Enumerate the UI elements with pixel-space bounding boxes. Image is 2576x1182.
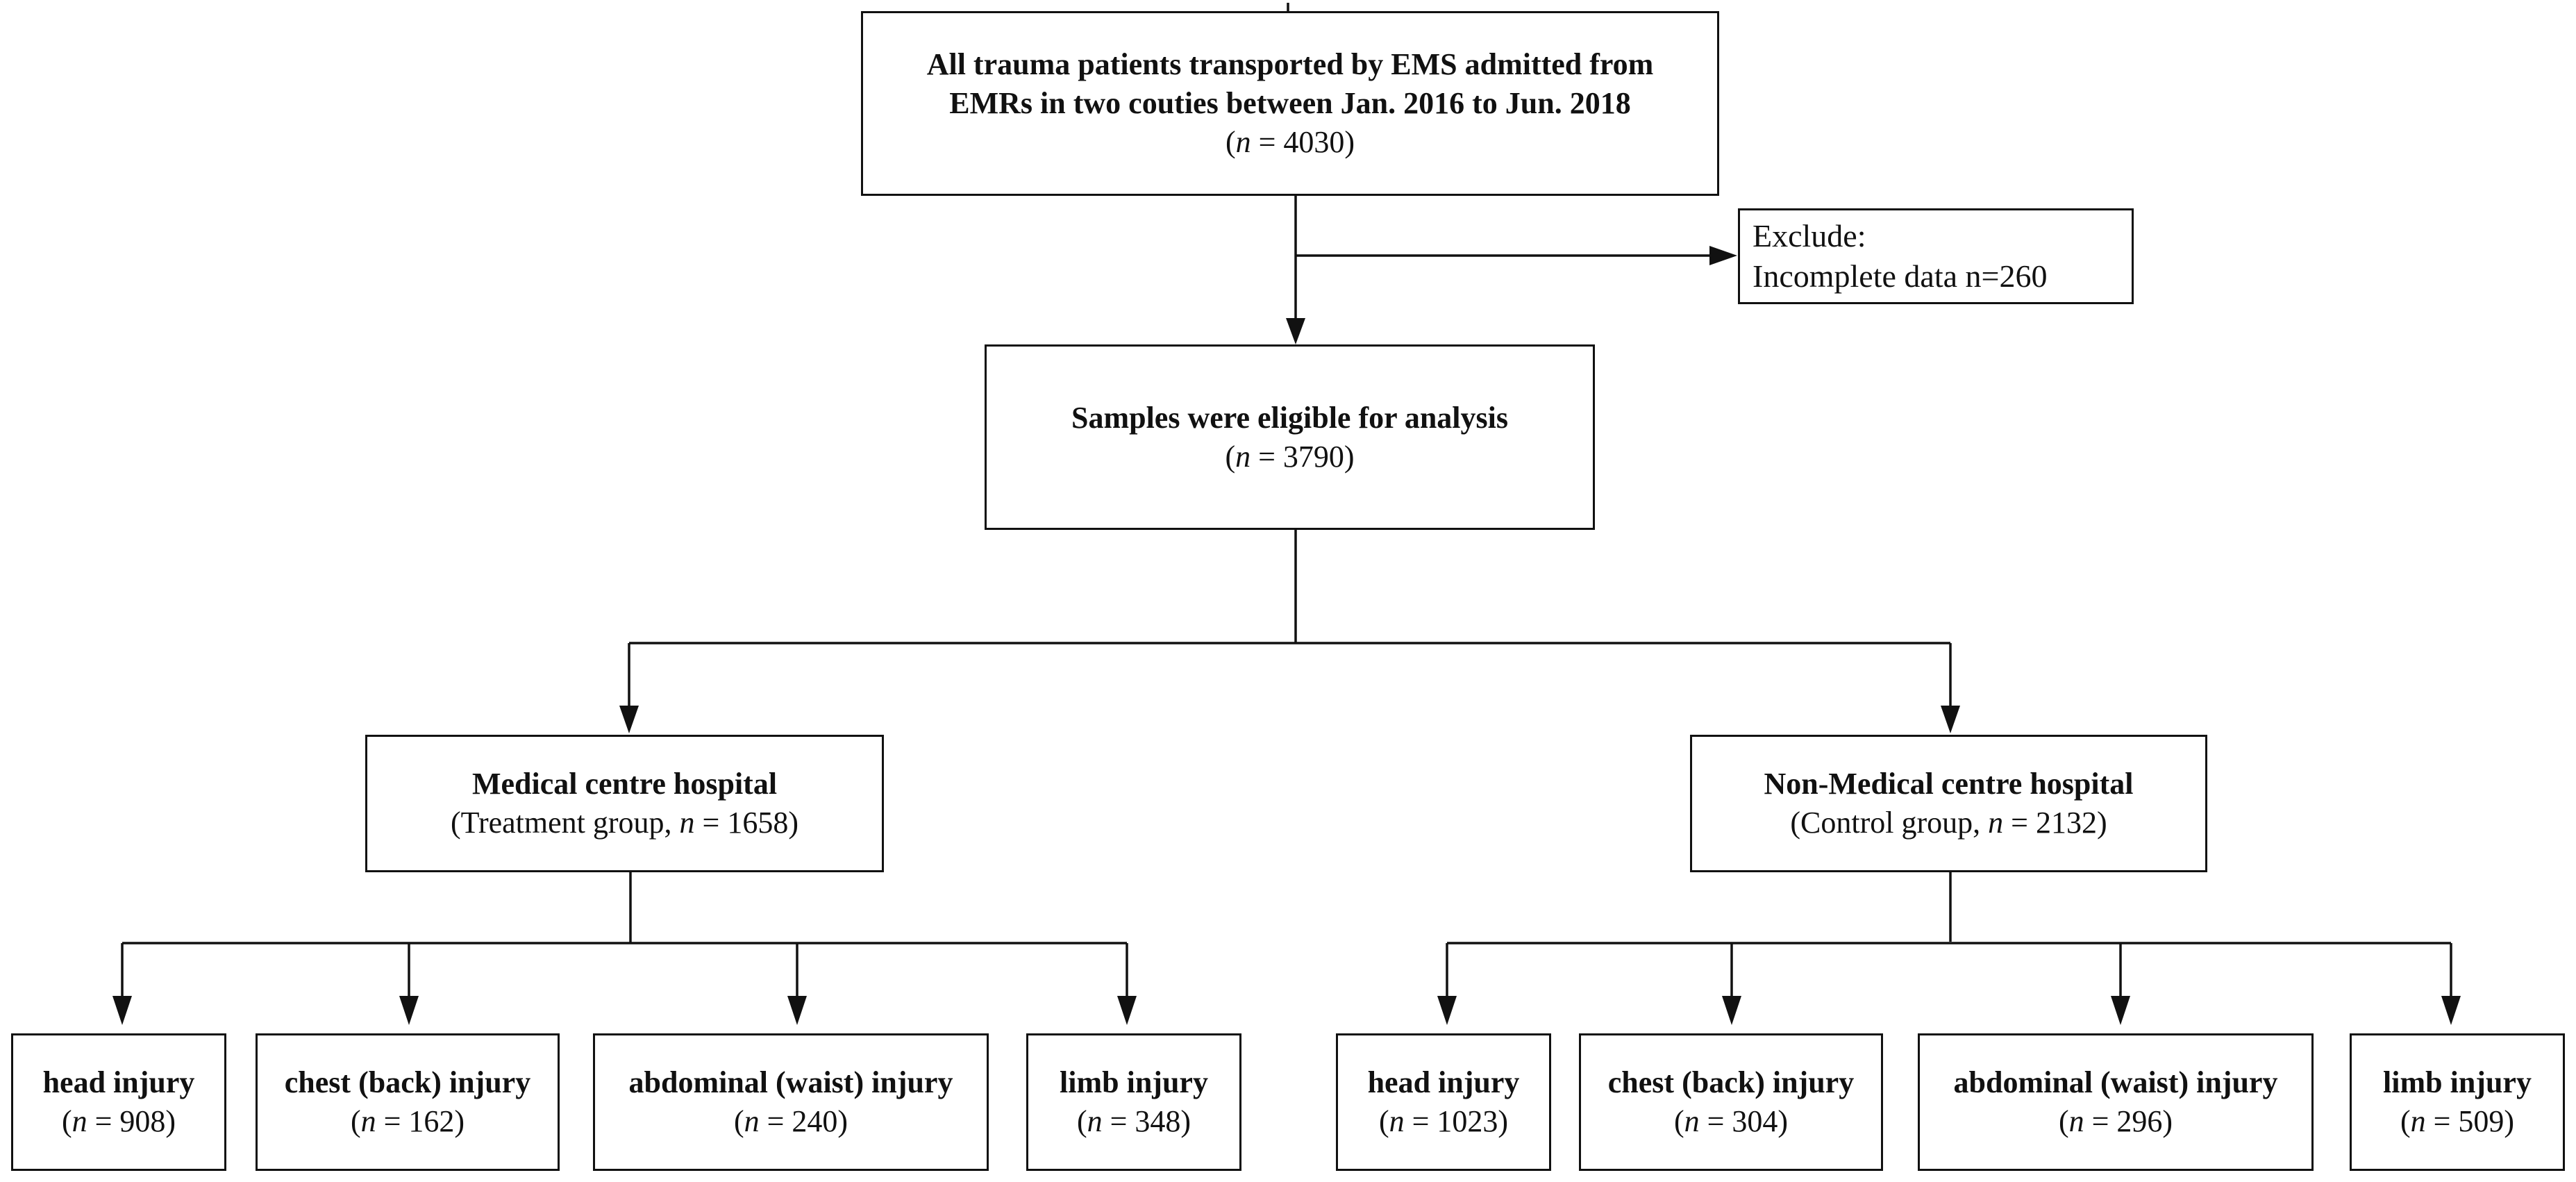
injury-label: limb injury xyxy=(2383,1065,2532,1099)
arrow-medical-abdominal xyxy=(787,996,807,1025)
medical-head-injury-box: head injury (n = 908) xyxy=(11,1033,226,1171)
injury-count: (n = 1023) xyxy=(1378,1104,1509,1138)
arrow-nonmedical-head xyxy=(1437,996,1457,1025)
injury-label: head injury xyxy=(1367,1065,1520,1099)
injury-count: (n = 296) xyxy=(2058,1104,2173,1138)
arrow-to-nonmedical xyxy=(1941,706,1960,733)
eligible-title: Samples were eligible for analysis xyxy=(1071,400,1509,435)
injury-label: abdominal (waist) injury xyxy=(628,1065,953,1099)
eligible-count: (n = 3790) xyxy=(1225,439,1355,474)
injury-label: chest (back) injury xyxy=(284,1065,531,1099)
arrow-nonmedical-chest xyxy=(1722,996,1741,1025)
medical-abdominal-injury-box: abdominal (waist) injury (n = 240) xyxy=(593,1033,989,1171)
injury-count: (n = 162) xyxy=(350,1104,465,1138)
exclude-reason: Incomplete data n=260 xyxy=(1753,258,2048,294)
injury-label: head injury xyxy=(42,1065,195,1099)
medical-centre-box: Medical centre hospital (Treatment group… xyxy=(365,735,884,872)
all-patients-line1: All trauma patients transported by EMS a… xyxy=(926,47,1654,81)
injury-count: (n = 908) xyxy=(61,1104,176,1138)
arrow-nonmedical-limb xyxy=(2441,996,2461,1025)
medical-limb-injury-box: limb injury (n = 348) xyxy=(1026,1033,1241,1171)
injury-count: (n = 348) xyxy=(1076,1104,1191,1138)
non-medical-centre-title: Non-Medical centre hospital xyxy=(1764,767,2134,801)
non-medical-centre-box: Non-Medical centre hospital (Control gro… xyxy=(1690,735,2207,872)
medical-chest-injury-box: chest (back) injury (n = 162) xyxy=(256,1033,560,1171)
injury-count: (n = 509) xyxy=(2400,1104,2515,1138)
all-patients-line2: EMRs in two couties between Jan. 2016 to… xyxy=(949,86,1631,120)
eligible-box: Samples were eligible for analysis (n = … xyxy=(985,344,1595,530)
nonmedical-head-injury-box: head injury (n = 1023) xyxy=(1336,1033,1551,1171)
injury-label: limb injury xyxy=(1060,1065,1208,1099)
nonmedical-abdominal-injury-box: abdominal (waist) injury (n = 296) xyxy=(1918,1033,2314,1171)
injury-count: (n = 304) xyxy=(1673,1104,1789,1138)
medical-centre-title: Medical centre hospital xyxy=(471,767,778,801)
exclude-label: Exclude: xyxy=(1753,218,1866,253)
injury-label: chest (back) injury xyxy=(1607,1065,1855,1099)
nonmedical-limb-injury-box: limb injury (n = 509) xyxy=(2350,1033,2565,1171)
exclude-box: Exclude: Incomplete data n=260 xyxy=(1738,208,2134,304)
medical-centre-count: (Treatment group, n = 1658) xyxy=(450,806,799,840)
injury-label: abdominal (waist) injury xyxy=(1953,1065,2278,1099)
arrow-to-medical xyxy=(619,706,639,733)
non-medical-centre-count: (Control group, n = 2132) xyxy=(1790,806,2107,840)
arrow-medical-limb xyxy=(1117,996,1137,1025)
arrow-medical-chest xyxy=(399,996,419,1025)
nonmedical-chest-injury-box: chest (back) injury (n = 304) xyxy=(1579,1033,1883,1171)
injury-count: (n = 240) xyxy=(733,1104,848,1138)
arrow-to-eligible xyxy=(1286,318,1305,344)
arrow-to-exclude xyxy=(1709,246,1737,265)
all-patients-count: (n = 4030) xyxy=(1225,125,1355,159)
arrow-medical-head xyxy=(112,996,132,1025)
arrow-nonmedical-abdominal xyxy=(2111,996,2130,1025)
all-patients-box: All trauma patients transported by EMS a… xyxy=(861,11,1719,196)
